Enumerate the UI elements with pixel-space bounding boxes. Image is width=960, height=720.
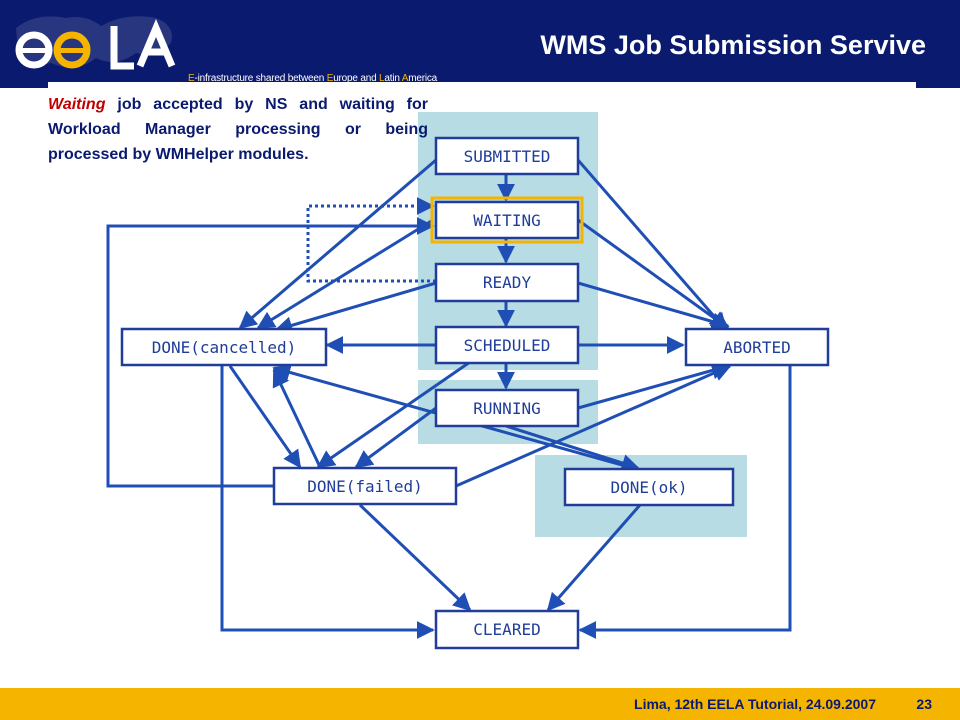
edge-failed-waiting	[106, 217, 435, 488]
edge-cancelled-cleared	[220, 366, 435, 639]
svg-text:SUBMITTED: SUBMITTED	[464, 147, 551, 166]
edge-ready-aborted	[577, 281, 730, 331]
svg-text:ABORTED: ABORTED	[723, 338, 790, 357]
svg-text:DONE(cancelled): DONE(cancelled)	[152, 338, 297, 357]
state-running: RUNNING	[434, 388, 580, 428]
state-description: Waiting job accepted by NS and waiting f…	[48, 92, 428, 167]
content-strip	[48, 82, 916, 90]
edge-failed-cancelled	[272, 368, 322, 468]
header-bar: E-infrastructure shared between Europe a…	[0, 0, 960, 88]
state-description-text: job accepted by NS and waiting for Workl…	[48, 96, 428, 163]
svg-text:CLEARED: CLEARED	[473, 620, 540, 639]
state-aborted: ABORTED	[684, 327, 830, 367]
edge-scheduled-failed	[316, 360, 471, 469]
edge-failed-cleared	[358, 503, 472, 612]
edge-aborted-cleared	[578, 366, 792, 639]
svg-text:READY: READY	[483, 273, 532, 292]
state-waiting: WAITING	[430, 196, 584, 244]
state-cleared: CLEARED	[434, 609, 580, 650]
svg-text:RUNNING: RUNNING	[473, 399, 540, 418]
edge-ready-waiting-dotted	[306, 197, 436, 283]
edge-ready-cancelled	[274, 281, 437, 335]
state-name: Waiting	[48, 96, 106, 113]
state-ready: READY	[434, 262, 580, 303]
transition-arrows	[106, 158, 792, 639]
edge-waiting-aborted	[577, 218, 730, 330]
page-number: 23	[916, 696, 932, 712]
edge-submitted-cancelled	[238, 158, 437, 330]
edge-running-failed	[354, 406, 437, 469]
svg-text:WAITING: WAITING	[473, 211, 540, 230]
svg-text:SCHEDULED: SCHEDULED	[464, 336, 551, 355]
state-submitted: SUBMITTED	[434, 136, 580, 176]
svg-text:DONE(ok): DONE(ok)	[610, 478, 687, 497]
state-done-failed: DONE(failed)	[272, 466, 458, 506]
footer-event: Lima, 12th EELA Tutorial, 24.09.2007	[634, 696, 876, 712]
tagline: E-infrastructure shared between Europe a…	[188, 73, 438, 84]
footer-bar: Lima, 12th EELA Tutorial, 24.09.2007 23	[0, 688, 960, 720]
edge-submitted-aborted	[576, 159, 728, 332]
state-done-ok: DONE(ok)	[563, 467, 735, 507]
edge-waiting-cancelled	[256, 218, 434, 330]
page-title: WMS Job Submission Servive	[540, 30, 926, 60]
edge-running-ok	[505, 424, 640, 472]
edge-running-aborted	[577, 361, 730, 410]
highlight-frame	[430, 196, 584, 244]
edge-failed-aborted	[455, 364, 732, 488]
state-scheduled: SCHEDULED	[434, 325, 580, 365]
edge-cancelled-failed	[228, 365, 302, 469]
state-done-cancelled: DONE(cancelled)	[120, 327, 328, 367]
svg-text:DONE(failed): DONE(failed)	[307, 477, 423, 496]
eela-logo-icon	[15, 16, 176, 70]
edge-ok-cleared	[546, 504, 642, 612]
